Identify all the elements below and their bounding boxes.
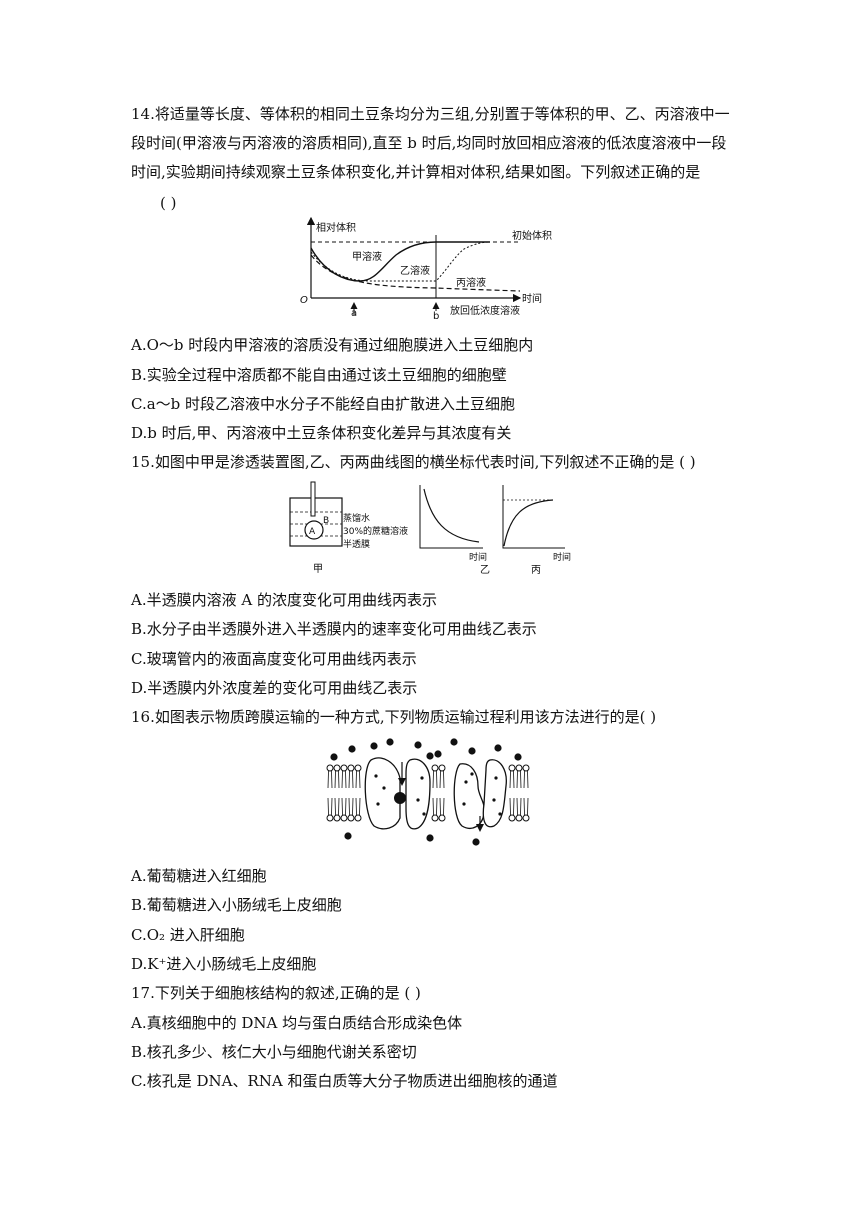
label-sucrose-solution: 30%的蔗糖溶液 bbox=[343, 525, 408, 537]
carrier-protein-left bbox=[364, 757, 431, 830]
q14-stem-line-3: 时间,实验期间持续观察土豆条体积变化,并计算相对体积,结果如图。下列叙述正确的是 bbox=[131, 163, 701, 181]
lipid-tail bbox=[334, 770, 340, 789]
label-semipermeable-membrane: 半透膜 bbox=[343, 538, 370, 550]
label-yi: 乙 bbox=[480, 564, 490, 576]
tick-b: b bbox=[433, 311, 439, 322]
lipid-head bbox=[333, 814, 341, 822]
lipid-tail bbox=[341, 770, 347, 789]
lipid-tail bbox=[327, 770, 333, 789]
q15-option-a: A.半透膜内溶液 A 的浓度变化可用曲线丙表示 bbox=[131, 591, 437, 609]
q16-option-d: D.K⁺进入小肠绒毛上皮细胞 bbox=[131, 955, 317, 973]
return-low-concentration-note: 放回低浓度溶液 bbox=[450, 304, 520, 317]
carrier-protein-right bbox=[453, 759, 507, 829]
curve-jia bbox=[310, 241, 490, 282]
lipid-head bbox=[326, 814, 334, 822]
q16-stem: 16.如图表示物质跨膜运输的一种方式,下列物质运输过程利用该方法进行的是( ) bbox=[131, 708, 657, 726]
lipid-head bbox=[431, 814, 439, 822]
osmometer-bulb bbox=[304, 520, 324, 540]
q17-option-a: A.真核细胞中的 DNA 均与蛋白质结合形成染色体 bbox=[131, 1014, 463, 1032]
lipid-head bbox=[522, 814, 530, 822]
label-bing-solution: 丙溶液 bbox=[456, 276, 486, 289]
lipid-head bbox=[347, 814, 355, 822]
q15-option-b: B.水分子由半透膜外进入半透膜内的速率变化可用曲线乙表示 bbox=[131, 620, 537, 638]
lipid-tail bbox=[509, 770, 515, 789]
curve-bing bbox=[503, 499, 554, 547]
q15-option-c: C.玻璃管内的液面高度变化可用曲线丙表示 bbox=[131, 650, 417, 668]
q14-volume-chart: 相对体积 初始体积 甲溶液 乙溶液 丙溶液 O 时间 a b 放回低浓度溶液 bbox=[300, 216, 552, 322]
lipid-tail bbox=[523, 770, 529, 789]
molecules bbox=[330, 738, 522, 846]
beaker bbox=[289, 497, 343, 547]
q16-option-a: A.葡萄糖进入红细胞 bbox=[131, 867, 267, 885]
q14-option-a: A.O～b 时段内甲溶液的溶质没有通过细胞膜进入土豆细胞内 bbox=[131, 336, 534, 354]
lipid-head bbox=[340, 814, 348, 822]
axes-yi bbox=[419, 485, 483, 549]
label-time-bing: 时间 bbox=[553, 551, 571, 563]
lipid-tail bbox=[348, 797, 354, 816]
lipid-head bbox=[515, 814, 523, 822]
q15-figure: A B 蒸馏水 30%的蔗糖溶液 半透膜 甲 时间 乙 时间 丙 bbox=[289, 481, 571, 576]
x-axis-label: 时间 bbox=[522, 292, 542, 305]
q15-option-d: D.半透膜内外浓度差的变化可用曲线乙表示 bbox=[131, 679, 418, 697]
lipid-head bbox=[522, 764, 530, 772]
label-jia: 甲 bbox=[313, 564, 323, 575]
tick-a: a bbox=[351, 308, 357, 319]
q14-option-b: B.实验全过程中溶质都不能自由通过该土豆细胞的细胞壁 bbox=[131, 366, 507, 384]
lipid-head bbox=[438, 814, 446, 822]
curve-bing bbox=[310, 254, 521, 292]
lipid-tail bbox=[355, 770, 361, 789]
q14-stem-line-2: 段时间(甲溶液与丙溶液的溶质相同),直至 b 时后,均同时放回相应溶液的低浓度溶… bbox=[131, 134, 727, 152]
lipid-head bbox=[347, 764, 355, 772]
lipid-head bbox=[340, 764, 348, 772]
lipid-head bbox=[333, 764, 341, 772]
lipid-head bbox=[431, 764, 439, 772]
label-yi-solution: 乙溶液 bbox=[400, 264, 430, 277]
label-B: B bbox=[323, 516, 329, 526]
lipid-head bbox=[354, 764, 362, 772]
label-bing: 丙 bbox=[531, 565, 541, 576]
lipid-tail bbox=[439, 797, 445, 816]
q14-stem-line-1: 14.将适量等长度、等体积的相同土豆条均分为三组,分别置于等体积的甲、乙、丙溶液… bbox=[131, 105, 730, 123]
lipid-tail bbox=[523, 797, 529, 816]
q14-option-c: C.a～b 时段乙溶液中水分子不能经自由扩散进入土豆细胞 bbox=[131, 395, 516, 413]
curve-yi bbox=[423, 488, 480, 543]
q14-answer-blank: ( ) bbox=[160, 194, 177, 212]
q16-membrane-diagram bbox=[326, 738, 530, 846]
label-A: A bbox=[309, 527, 316, 537]
lipid-tail bbox=[432, 797, 438, 816]
origin-label: O bbox=[300, 295, 308, 306]
lipid-tail bbox=[516, 770, 522, 789]
q17-option-b: B.核孔多少、核仁大小与细胞代谢关系密切 bbox=[131, 1043, 417, 1061]
lipid-head bbox=[508, 814, 516, 822]
lipid-tail bbox=[348, 770, 354, 789]
lipid-head bbox=[438, 764, 446, 772]
glass-tube bbox=[310, 481, 316, 517]
lipid-tail bbox=[509, 797, 515, 816]
lipid-head bbox=[354, 814, 362, 822]
lipid-tail bbox=[516, 797, 522, 816]
q17-option-c: C.核孔是 DNA、RNA 和蛋白质等大分子物质进出细胞核的通道 bbox=[131, 1072, 558, 1090]
lipid-head bbox=[515, 764, 523, 772]
lipid-tail bbox=[355, 797, 361, 816]
lipid-tail bbox=[341, 797, 347, 816]
lipid-tail bbox=[439, 770, 445, 789]
transported-molecule bbox=[394, 792, 406, 804]
q15-stem: 15.如图中甲是渗透装置图,乙、丙两曲线图的横坐标代表时间,下列叙述不正确的是 … bbox=[131, 453, 696, 471]
phospholipid-bilayer bbox=[326, 764, 530, 822]
initial-volume-label: 初始体积 bbox=[512, 229, 552, 242]
q17-stem: 17.下列关于细胞核结构的叙述,正确的是 ( ) bbox=[131, 984, 421, 1002]
lipid-tail bbox=[334, 797, 340, 816]
lipid-head bbox=[508, 764, 516, 772]
lipid-tail bbox=[432, 770, 438, 789]
label-distilled-water: 蒸馏水 bbox=[343, 512, 370, 524]
q14-option-d: D.b 时后,甲、丙溶液中土豆条体积变化差异与其浓度有关 bbox=[131, 424, 512, 442]
lipid-head bbox=[326, 764, 334, 772]
lipid-tail bbox=[327, 797, 333, 816]
y-axis-label: 相对体积 bbox=[316, 221, 356, 234]
q16-option-c: C.O₂ 进入肝细胞 bbox=[131, 926, 245, 944]
label-jia-solution: 甲溶液 bbox=[352, 250, 382, 263]
label-time-yi: 时间 bbox=[469, 551, 487, 563]
q16-option-b: B.葡萄糖进入小肠绒毛上皮细胞 bbox=[131, 896, 342, 914]
axes-bing bbox=[502, 485, 565, 549]
